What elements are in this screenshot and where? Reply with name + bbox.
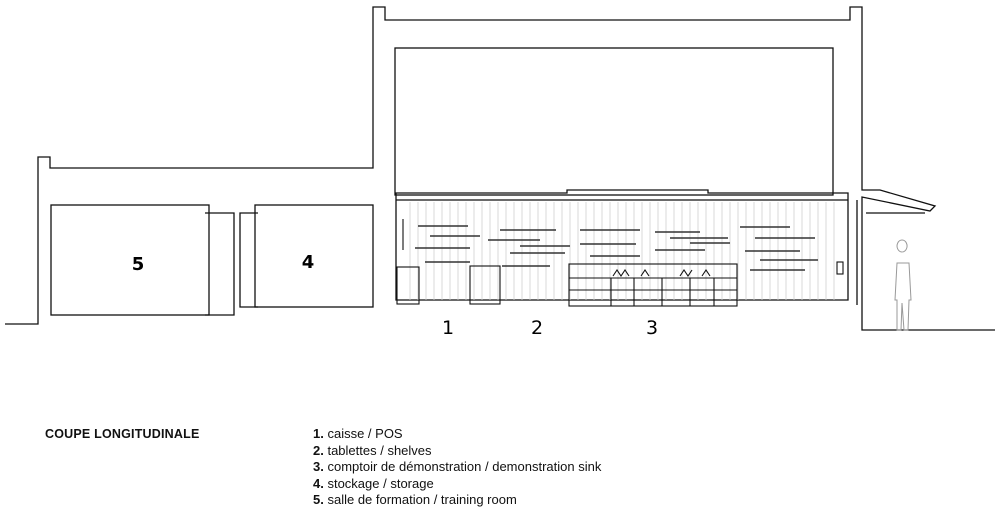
demonstration-counter	[568, 263, 738, 307]
storage-annex	[239, 212, 258, 308]
training-room	[50, 204, 210, 316]
upper-volume	[394, 47, 834, 196]
shelves	[415, 225, 818, 271]
entry-cabinet	[396, 266, 420, 305]
legend-item: 5. salle de formation / training room	[313, 492, 517, 507]
legend: 1. caisse / POS 2. tablettes / shelves 3…	[313, 426, 601, 509]
room-label-storage: 4	[302, 252, 315, 273]
training-room-annex	[205, 212, 235, 316]
store-ceiling	[395, 189, 849, 301]
storage-room	[254, 204, 374, 308]
drawing-title: COUPE LONGITUDINALE	[45, 427, 200, 441]
pos-counter	[469, 265, 501, 305]
legend-item: 3. comptoir de démonstration / demonstra…	[313, 459, 602, 474]
zone-label-sink: 3	[646, 317, 658, 339]
legend-item: 4. stockage / storage	[313, 475, 434, 491]
legend-item: 2. tablettes / shelves	[313, 442, 432, 458]
legend-item: 1. caisse / POS	[313, 426, 403, 441]
building-outline	[5, 6, 995, 331]
room-label-training: 5	[132, 254, 145, 275]
person-silhouette	[894, 239, 912, 331]
zone-label-pos: 1	[442, 317, 454, 339]
zone-label-shelves: 2	[531, 317, 543, 339]
